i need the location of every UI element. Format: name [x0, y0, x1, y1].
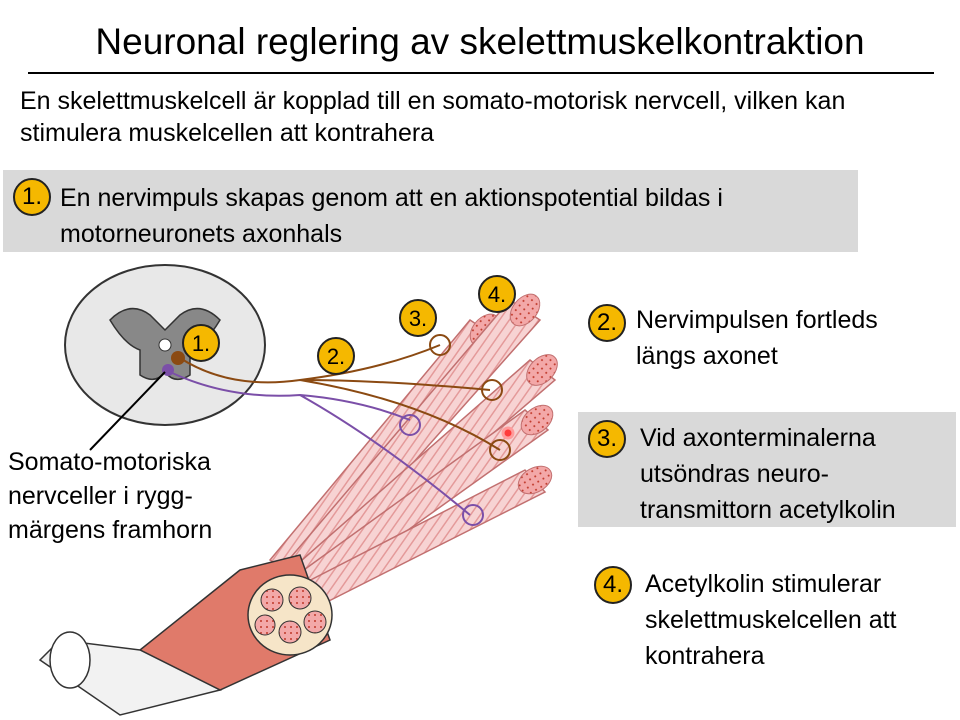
step-4-text: Acetylkolin stimulerar skelettmuskelcell… [645, 570, 897, 670]
title-divider [28, 72, 934, 74]
svg-text:1.: 1. [192, 331, 210, 356]
step-1-text: En nervimpuls skapas genom att en aktion… [60, 184, 723, 248]
slide-title: Neuronal reglering av skelettmuskelkontr… [95, 21, 865, 62]
spinal-cord-caption: Somato-motoriska nervceller i rygg-märge… [8, 448, 213, 544]
muscle-bundle [38, 554, 333, 716]
spinal-cord-section [64, 264, 266, 426]
diagram-badge-2: 2. [317, 337, 355, 375]
axon-brown [179, 344, 501, 451]
acetylcholine-release-marker [501, 426, 515, 440]
caption-pointer [89, 371, 166, 451]
step-2-text: Nervimpulsen fortleds längs axonet [636, 306, 878, 370]
step-3-badge: 3. [588, 420, 626, 458]
step-1-box [3, 170, 858, 252]
intro-text: En skelettmuskelcell är kopplad till en … [20, 87, 846, 147]
step-2-badge: 2. [588, 304, 626, 342]
axon-purple [169, 371, 471, 516]
step-4-badge: 4. [594, 566, 632, 604]
svg-text:3.: 3. [409, 306, 427, 331]
step-1-badge: 1. [13, 178, 51, 216]
diagram-badge-3: 3. [399, 299, 437, 337]
motor-neuron-brown [171, 351, 185, 365]
diagram-badge-4: 4. [478, 275, 516, 313]
step-3-text: Vid axonterminalerna utsöndras neuro-tra… [640, 424, 896, 524]
svg-text:2.: 2. [327, 344, 345, 369]
step-3-box [578, 412, 956, 527]
axon-terminal-brown [429, 334, 511, 461]
axon-terminal-purple [399, 414, 484, 526]
svg-text:4.: 4. [488, 282, 506, 307]
diagram-badge-1: 1. [182, 324, 220, 362]
